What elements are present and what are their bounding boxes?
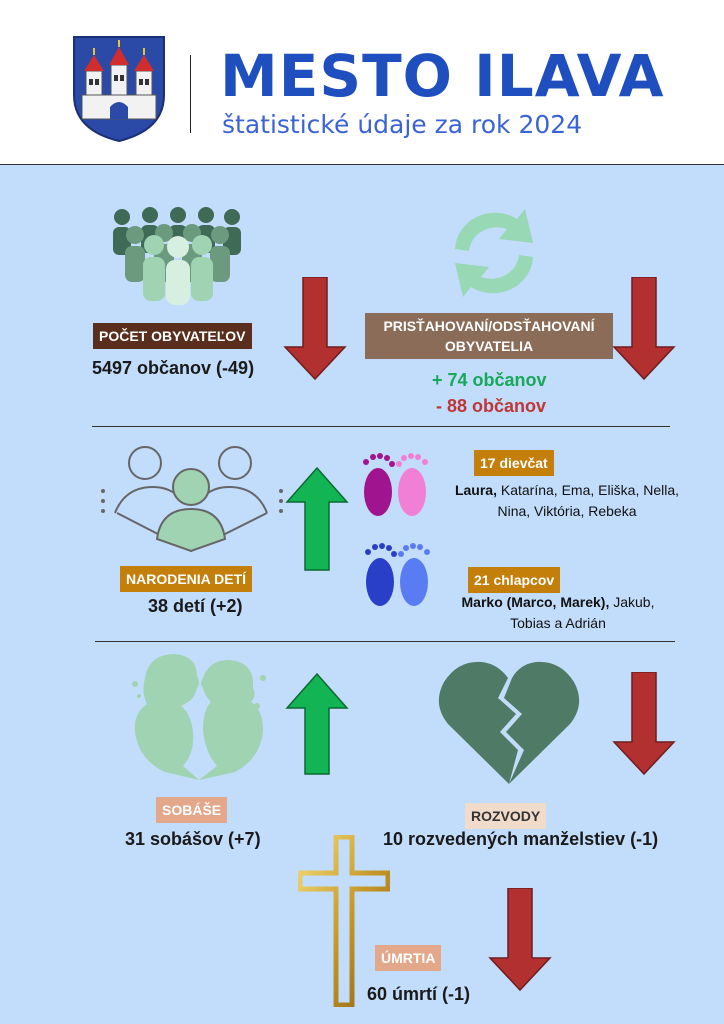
arrow-down-icon <box>283 277 347 381</box>
births-label: NARODENIA DETÍ <box>120 566 253 592</box>
arrow-down-icon <box>612 672 676 776</box>
marriages-value: 31 sobášov (+7) <box>125 829 261 849</box>
girls-names-line2: Nina, Viktória, Rebeka <box>497 503 637 519</box>
migration-label-line2: OBYVATELIA <box>444 338 534 354</box>
marriages-label: SOBÁŠE <box>156 797 228 823</box>
boys-label: 21 chlapcov <box>468 567 561 593</box>
page-title: MESTO ILAVA <box>220 42 665 110</box>
header: MESTO ILAVA štatistické údaje za rok 202… <box>0 0 724 165</box>
family-icon <box>101 446 283 553</box>
infographic-body <box>0 165 724 1024</box>
boys-names: Marko (Marco, Marek), Jakub, Tobias a Ad… <box>430 592 686 634</box>
divorces-label: ROZVODY <box>465 803 547 829</box>
baby-feet-pink-icon <box>363 453 428 516</box>
header-divider <box>190 55 191 133</box>
deaths-label: ÚMRTIA <box>375 945 442 971</box>
girls-names-line1: Katarína, Ema, Eliška, Nella, <box>500 482 680 498</box>
migration-label-line1: PRISŤAHOVANÍ/ODSŤAHOVANÍ <box>383 318 595 334</box>
girls-names: Laura, Katarína, Ema, Eliška, Nella, Nin… <box>436 480 698 522</box>
baby-feet-blue-icon <box>365 543 430 606</box>
arrow-up-icon <box>285 466 349 571</box>
section-divider <box>95 641 675 642</box>
migration-label: PRISŤAHOVANÍ/ODSŤAHOVANÍ OBYVATELIA <box>365 313 613 359</box>
recycle-arrows-icon <box>455 209 533 297</box>
boys-names-line2: Tobias a Adrián <box>510 615 606 631</box>
population-label: POČET OBYVATEĽOV <box>93 323 252 349</box>
arrow-up-icon <box>285 672 349 775</box>
boys-names-line1: Jakub, <box>613 594 655 610</box>
girls-top-name: Laura, <box>454 482 497 498</box>
arrow-down-icon <box>612 277 676 381</box>
girls-label: 17 dievčat <box>474 450 554 476</box>
migration-in-value: + 74 občanov <box>432 370 547 390</box>
migration-out-value: - 88 občanov <box>436 396 547 416</box>
ilava-coat-of-arms-icon <box>73 36 165 143</box>
births-value: 38 detí (+2) <box>148 596 243 616</box>
page-subtitle: štatistické údaje za rok 2024 <box>222 110 583 139</box>
kissing-couple-icon <box>132 654 266 780</box>
boys-top-name: Marko (Marco, Marek), <box>461 594 610 610</box>
cross-icon <box>298 835 390 1007</box>
deaths-value: 60 úmrtí (-1) <box>367 984 471 1004</box>
population-value: 5497 občanov (-49) <box>92 358 255 378</box>
divorces-value: 10 rozvedených manželstiev (-1) <box>383 829 659 849</box>
arrow-down-icon <box>488 888 552 992</box>
people-group-icon <box>113 207 241 305</box>
broken-heart-icon <box>438 661 580 784</box>
section-divider <box>92 426 670 427</box>
